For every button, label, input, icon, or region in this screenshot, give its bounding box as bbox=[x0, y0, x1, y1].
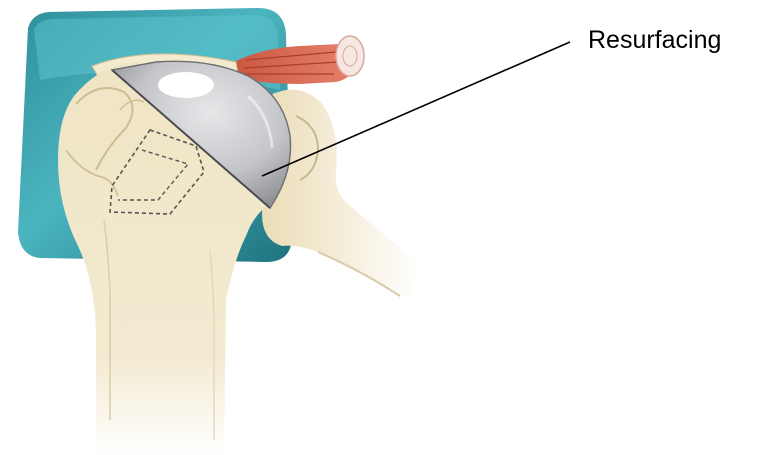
cap-highlight bbox=[158, 72, 214, 98]
callout-label-resurfacing: Resurfacing bbox=[588, 26, 721, 55]
